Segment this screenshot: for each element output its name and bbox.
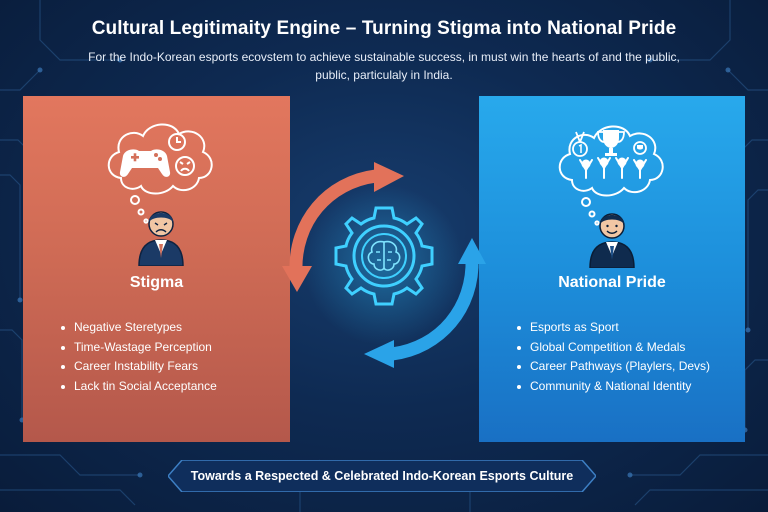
list-item: Esports as Sport xyxy=(517,318,710,338)
list-item: Time-Wastage Perception xyxy=(61,338,217,358)
list-item: Career Instability Fears xyxy=(61,357,217,377)
thought-bubble-icon xyxy=(558,125,664,226)
clock-icon xyxy=(168,133,186,151)
stigma-heading: Stigma xyxy=(129,274,184,291)
gear-icon xyxy=(334,206,434,306)
angry-face-icon xyxy=(175,156,195,176)
bottom-banner: Towards a Respected & Celebrated Indo-Ko… xyxy=(168,460,596,492)
national-pride-panel: National Pride Esports as Sport Global C… xyxy=(479,96,745,442)
medal-icon xyxy=(572,131,588,157)
frowning-person-icon xyxy=(138,211,184,266)
list-item: Negative Steretypes xyxy=(61,318,217,338)
smiling-person-icon xyxy=(589,213,635,268)
list-item: Lack tin Social Acceptance xyxy=(61,377,217,397)
national-pride-bullet-list: Esports as Sport Global Competition & Me… xyxy=(517,318,710,396)
brain-icon xyxy=(367,240,401,271)
stigma-illustration xyxy=(107,123,213,266)
cycle-arrow-orange-icon xyxy=(282,162,404,292)
stigma-bullet-list: Negative Steretypes Time-Wastage Percept… xyxy=(61,318,217,396)
banner-shape xyxy=(168,460,596,492)
national-pride-illustration xyxy=(558,125,664,268)
list-item: Global Competition & Medals xyxy=(517,338,710,358)
cheering-crowd-icon xyxy=(579,157,647,179)
engine-cycle-graphic xyxy=(282,162,486,368)
trophy-icon xyxy=(597,130,625,156)
stigma-panel: Stigma Negative Steretypes Time-Wastage … xyxy=(23,96,290,442)
list-item: Career Pathways (Playlers, Devs) xyxy=(517,357,710,377)
page-title: Cultural Legitimaity Engine – Turning St… xyxy=(91,18,677,39)
thought-bubble-icon xyxy=(107,123,213,224)
game-controller-icon xyxy=(119,149,171,177)
small-trophy-icon xyxy=(633,141,647,155)
banner-text: Towards a Respected & Celebrated Indo-Ko… xyxy=(190,469,574,483)
national-pride-heading: National Pride xyxy=(558,274,666,291)
cycle-arrow-blue-icon xyxy=(364,238,486,368)
list-item: Community & National Identity xyxy=(517,377,710,397)
page-subtitle: For the Indo-Korean esports ecovstem to … xyxy=(88,50,680,82)
